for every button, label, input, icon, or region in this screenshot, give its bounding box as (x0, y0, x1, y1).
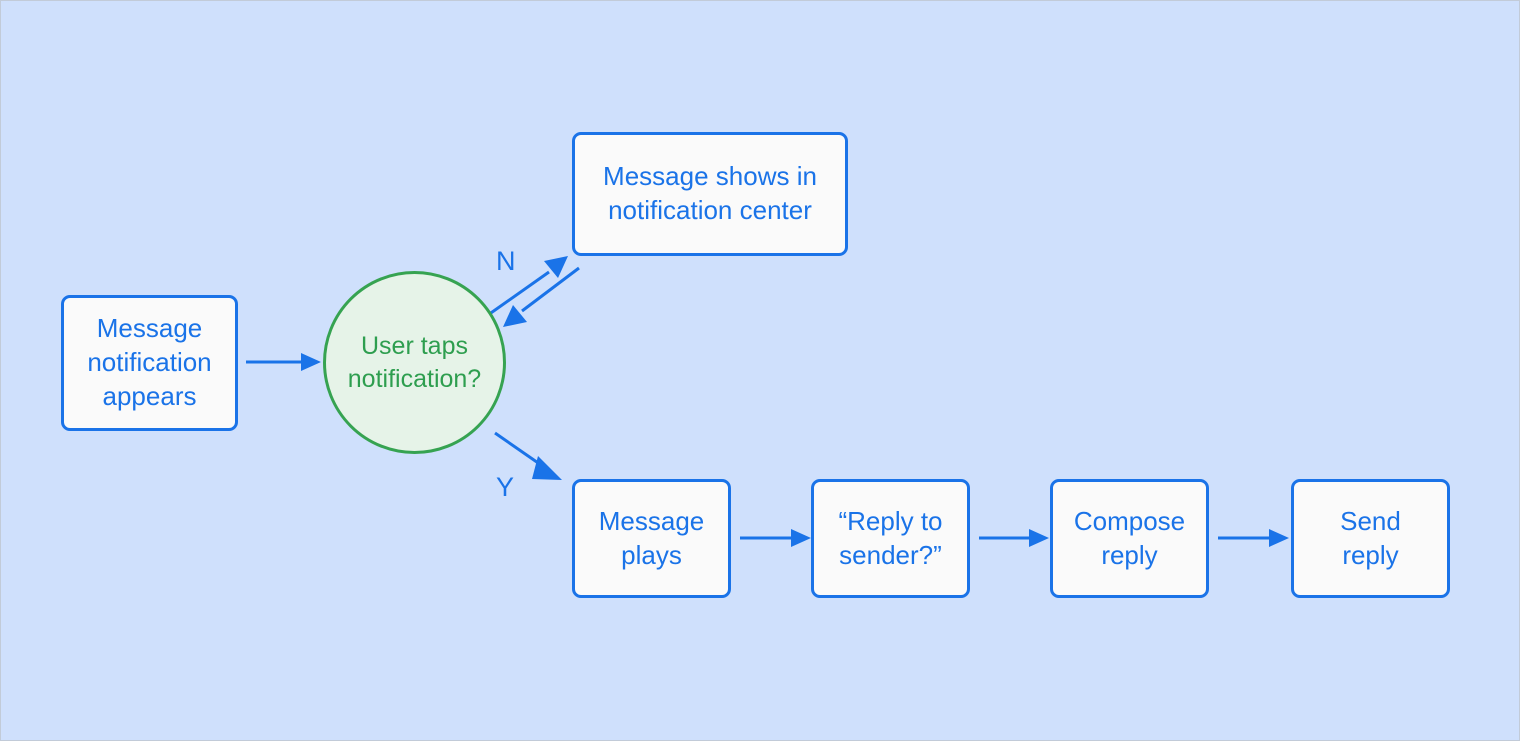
node-compose-reply[interactable]: Compose reply (1050, 479, 1209, 598)
node-message-shows-in-notification-center[interactable]: Message shows in notification center (572, 132, 848, 256)
node-label-line: appears (102, 380, 197, 411)
node-label: Send reply (1340, 505, 1401, 573)
node-label-line: Message (96, 313, 203, 344)
node-label-line: notification center (608, 195, 812, 225)
node-label-line: sender?” (839, 539, 942, 570)
node-label: Message notification appears (87, 312, 211, 413)
node-message-notification-appears[interactable]: Message notification appears (61, 295, 238, 431)
node-label-line: Compose (1073, 505, 1186, 536)
node-user-taps-notification-decision[interactable]: User taps notification? (323, 271, 506, 454)
edge-message-plays-to-reply-prompt (740, 529, 811, 547)
edge-start-to-decision (246, 353, 321, 371)
node-label: User taps notification? (348, 330, 481, 395)
node-label-line: User taps (361, 332, 468, 360)
node-label: Message plays (599, 505, 705, 573)
node-label-line: Send (1340, 505, 1401, 536)
node-label-line: Message (598, 505, 705, 536)
node-send-reply[interactable]: Send reply (1291, 479, 1450, 598)
node-label-line: “Reply to (838, 505, 943, 536)
node-label-line: notification (87, 347, 212, 378)
node-label-line: notification? (347, 364, 482, 393)
edge-compose-reply-to-send-reply (1218, 529, 1289, 547)
node-label-line: reply (1342, 539, 1399, 570)
node-label: Message shows in notification center (603, 160, 817, 228)
node-label-line: Message shows in (603, 161, 817, 192)
node-label: “Reply to sender?” (838, 505, 942, 573)
edge-label-yes: Y (496, 472, 515, 502)
node-reply-to-sender-prompt[interactable]: “Reply to sender?” (811, 479, 970, 598)
node-label: Compose reply (1074, 505, 1185, 573)
node-label-line: plays (621, 539, 682, 570)
edge-reply-prompt-to-compose-reply (979, 529, 1049, 547)
edge-label-no: N (496, 246, 516, 276)
node-label-line: reply (1101, 539, 1158, 570)
edge-notification-center-to-decision (503, 266, 580, 327)
node-message-plays[interactable]: Message plays (572, 479, 731, 598)
